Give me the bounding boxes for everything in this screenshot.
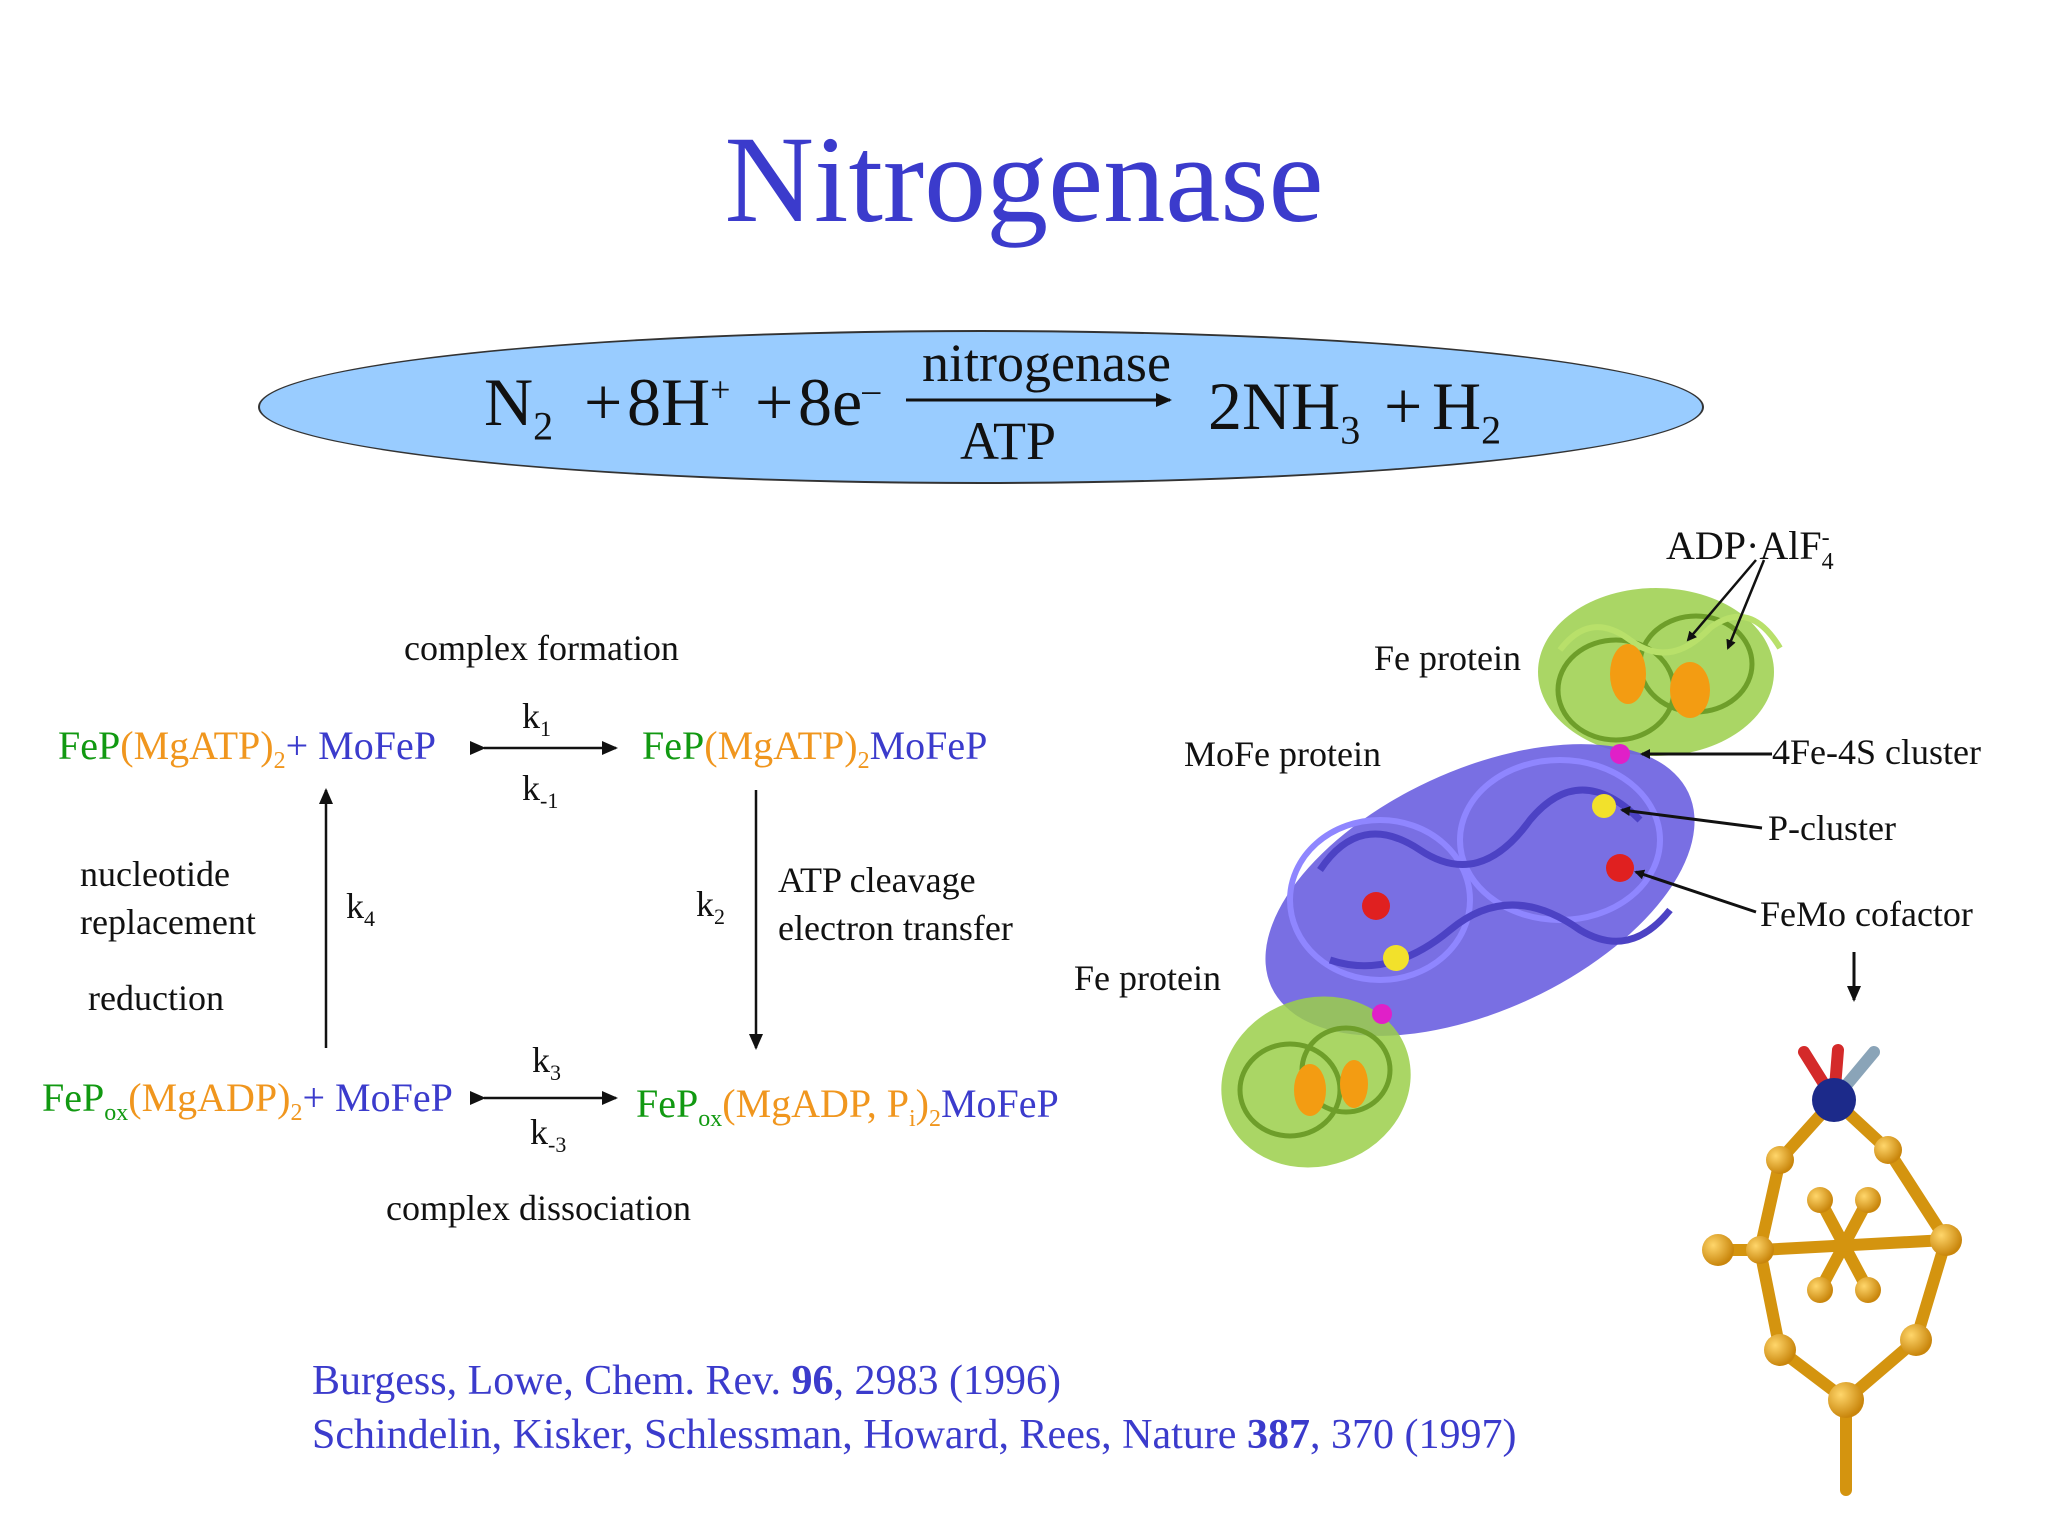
equation-product-nh3: 2NH3 xyxy=(1208,368,1361,453)
cycle-label-nucleotide: nucleotide xyxy=(80,854,230,894)
cycle-label-complex-dissociation: complex dissociation xyxy=(386,1188,691,1228)
equation-reactant-e: 8e– xyxy=(798,364,881,440)
cycle-label-electron-transfer: electron transfer xyxy=(778,908,1013,948)
rate-k2: k2 xyxy=(696,884,725,930)
equation-plus-3: + xyxy=(1384,368,1423,444)
species-bottom-left: FePox(MgADP)2+ MoFeP xyxy=(42,1075,453,1126)
fe-protein-top-illustration xyxy=(1538,588,1783,756)
label-fe-protein-top: Fe protein xyxy=(1374,638,1521,678)
label-4fe4s-cluster: 4Fe-4S cluster xyxy=(1772,732,1981,772)
citation-2: Schindelin, Kisker, Schlessman, Howard, … xyxy=(312,1412,1517,1458)
cycle-label-replacement: replacement xyxy=(80,902,256,942)
fe-protein-bottom-illustration xyxy=(1221,996,1411,1168)
equation-reactant-n2: N2 xyxy=(484,364,554,449)
species-bottom-right: FePox(MgADP, Pi)2MoFeP xyxy=(636,1081,1059,1132)
label-fe-protein-bottom: Fe protein xyxy=(1074,958,1221,998)
equation-product-h2: H2 xyxy=(1432,368,1502,453)
rate-k-3: k-3 xyxy=(530,1112,567,1158)
equation-atp-label: ATP xyxy=(960,411,1057,471)
cycle-label-complex-formation: complex formation xyxy=(404,628,679,668)
label-mofe-protein: MoFe protein xyxy=(1184,734,1381,774)
equation-plus-1: + xyxy=(584,364,623,440)
equation-plus-2: + xyxy=(755,364,794,440)
label-femo-cofactor: FeMo cofactor xyxy=(1760,894,1973,934)
rate-k3: k3 xyxy=(532,1040,561,1086)
equation-catalyst-label: nitrogenase xyxy=(922,333,1171,393)
equation-reactant-h: 8H+ xyxy=(627,364,731,440)
rate-k4: k4 xyxy=(346,886,375,932)
cycle-label-atp-cleavage: ATP cleavage xyxy=(778,860,976,900)
label-p-cluster: P-cluster xyxy=(1768,808,1896,848)
species-top-left: FeP(MgATP)2+ MoFeP xyxy=(58,723,436,774)
label-adp-alf4: ADP·AlF-4 xyxy=(1666,523,1834,575)
page-title: Nitrogenase xyxy=(724,111,1324,248)
citation-1: Burgess, Lowe, Chem. Rev. 96, 2983 (1996… xyxy=(312,1358,1061,1404)
equation-ellipse xyxy=(258,330,1704,484)
femo-cofactor-model xyxy=(1702,1044,1962,1496)
cycle-label-reduction: reduction xyxy=(88,978,224,1018)
arrow-p-cluster xyxy=(1620,806,1763,830)
arrow-femo xyxy=(1634,869,1757,914)
species-top-right: FeP(MgATP)2MoFeP xyxy=(642,723,988,774)
rate-k-1: k-1 xyxy=(522,768,559,814)
rate-k1: k1 xyxy=(522,696,551,742)
